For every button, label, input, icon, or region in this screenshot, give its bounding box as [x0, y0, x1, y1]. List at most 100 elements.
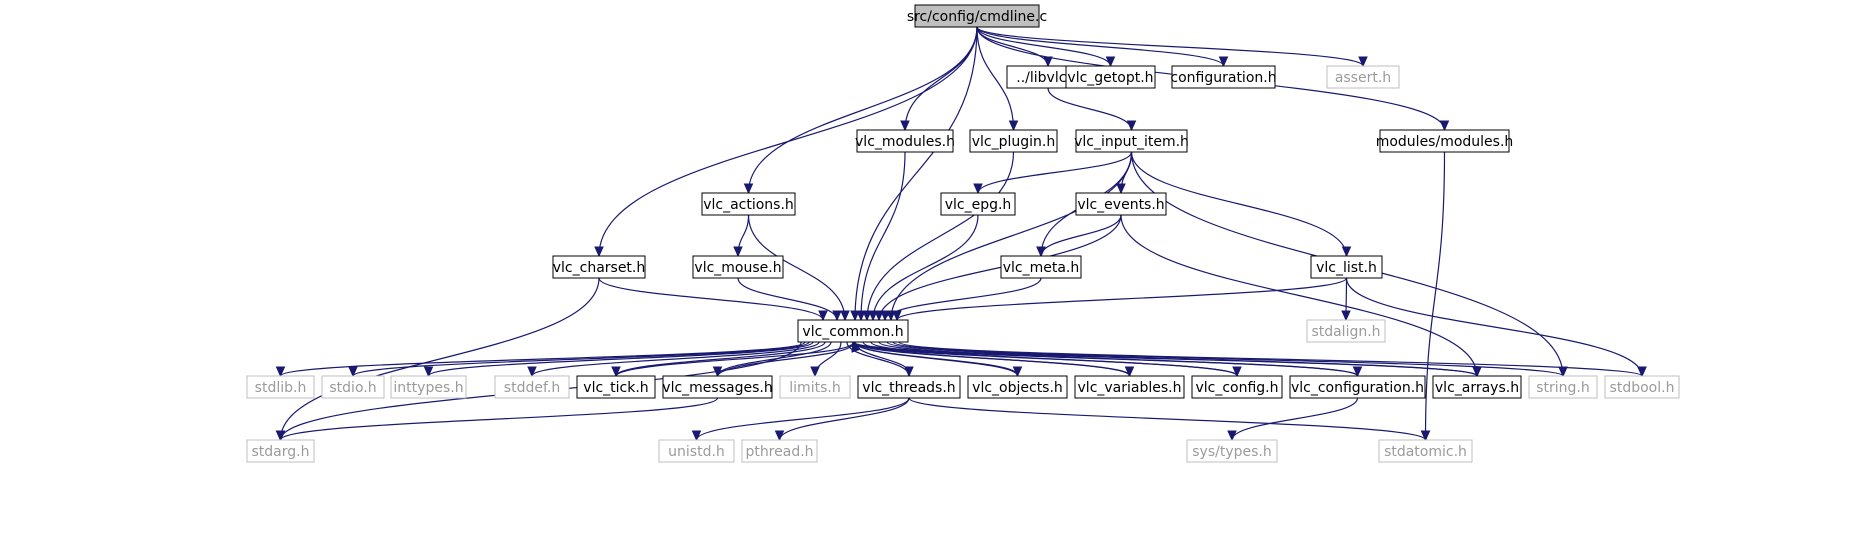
node-config[interactable]: vlc_config.h [1191, 375, 1283, 399]
node-label-threads: vlc_threads.h [862, 380, 955, 396]
node-common[interactable]: vlc_common.h [797, 319, 909, 343]
node-box-limits [779, 375, 851, 399]
node-label-vconfiguration: vlc_configuration.h [1291, 380, 1424, 396]
arrowhead-common-to-stdio [348, 366, 358, 378]
node-box-assert [1326, 65, 1400, 89]
edge-charset-to-common [598, 277, 824, 321]
node-list[interactable]: vlc_list.h [1310, 255, 1383, 279]
arrowhead-inputitem-to-epg [973, 183, 983, 195]
node-configuration[interactable]: configuration.h [1170, 65, 1277, 89]
node-vmodules[interactable]: vlc_modules.h [855, 129, 955, 153]
edge-threads-to-unistd [695, 397, 910, 441]
node-box-events [1075, 192, 1167, 216]
node-label-stdarg: stdarg.h [252, 444, 310, 460]
arrowhead-common-to-vconfiguration [1352, 366, 1363, 378]
edge-variables-to-common [852, 341, 1131, 377]
node-label-stdbool: stdbool.h [1610, 380, 1675, 396]
node-actions[interactable]: vlc_actions.h [701, 192, 796, 216]
node-label-variables: vlc_variables.h [1078, 380, 1182, 396]
node-tick[interactable]: vlc_tick.h [576, 375, 656, 399]
arrowhead-libvlc-to-inputitem [1126, 120, 1137, 132]
node-label-libvlc: ../libvlc.h [1016, 70, 1079, 86]
node-label-events: vlc_events.h [1077, 197, 1164, 213]
node-box-stdbool [1604, 375, 1680, 399]
node-box-tick [576, 375, 656, 399]
edge-common-to-stdio [352, 341, 810, 377]
edge-threads-to-pthread [778, 397, 910, 441]
edge-root-to-getopt [976, 26, 1112, 67]
node-box-epg [940, 192, 1016, 216]
node-label-root: src/config/cmdline.c [907, 9, 1047, 25]
arrowhead-root-to-actions [743, 183, 754, 195]
node-assert: assert.h [1326, 65, 1400, 89]
arrowhead-root-to-configuration [1218, 56, 1229, 68]
edge-meta-to-common [884, 277, 1042, 321]
arrowhead-list-to-stdalign [1341, 310, 1351, 322]
arrowhead-common-to-limits [810, 366, 820, 378]
node-charset[interactable]: vlc_charset.h [552, 255, 646, 279]
node-events[interactable]: vlc_events.h [1075, 192, 1167, 216]
node-variables[interactable]: vlc_variables.h [1074, 375, 1185, 399]
arrowhead-plugin-to-common [862, 310, 872, 322]
arrowhead-events-to-meta [1036, 246, 1046, 258]
node-getopt[interactable]: vlc_getopt.h [1065, 65, 1156, 89]
node-box-actions [701, 192, 796, 216]
edge-inputitem-to-common [890, 151, 1133, 321]
arrowhead-threads-to-unistd [691, 430, 702, 442]
node-meta[interactable]: vlc_meta.h [1000, 255, 1082, 279]
arrowhead-common-to-config [1232, 366, 1242, 378]
arrowhead-common-to-string [1558, 366, 1568, 378]
node-mmodules[interactable]: modules/modules.h [1376, 129, 1514, 153]
node-vconfiguration[interactable]: vlc_configuration.h [1289, 375, 1426, 399]
arrowhead-root-to-charset [594, 246, 604, 258]
node-box-list [1310, 255, 1383, 279]
node-box-meta [1000, 255, 1082, 279]
node-label-stddef: stddef.h [504, 380, 560, 396]
node-inputitem[interactable]: vlc_input_item.h [1074, 129, 1189, 153]
node-box-mouse [692, 255, 784, 279]
node-string: string.h [1528, 375, 1598, 399]
node-label-vmodules: vlc_modules.h [855, 134, 955, 150]
node-messages[interactable]: vlc_messages.h [662, 375, 773, 399]
node-arrays[interactable]: vlc_arrays.h [1432, 375, 1522, 399]
arrowhead-list-to-common [892, 310, 902, 322]
edge-arrays-to-common [852, 341, 1478, 377]
node-box-threads [857, 375, 961, 399]
edge-common-to-stdlib [279, 341, 806, 377]
edge-root-to-assert [976, 26, 1364, 67]
arrowhead-charset-to-common [818, 310, 828, 322]
node-label-arrays: vlc_arrays.h [1435, 380, 1519, 396]
edge-epg-to-common [872, 214, 979, 321]
nodes-layer: src/config/cmdline.c ../libvlc.hvlc_getop… [246, 4, 1680, 463]
node-box-variables [1074, 375, 1185, 399]
edge-events-to-common [878, 214, 1122, 321]
node-threads[interactable]: vlc_threads.h [857, 375, 961, 399]
edge-config-to-common [852, 341, 1238, 377]
edge-vconfiguration-to-systypes [1231, 397, 1359, 441]
edge-common-to-stdbool [898, 341, 1643, 377]
node-objects[interactable]: vlc_objects.h [967, 375, 1068, 399]
edge-inputitem-to-epg [977, 151, 1133, 194]
node-unistd: unistd.h [658, 439, 735, 463]
edge-tick-to-common [615, 341, 854, 377]
edge-common-to-tick [615, 341, 826, 377]
arrowhead-actions-to-common [840, 310, 850, 322]
node-mouse[interactable]: vlc_mouse.h [692, 255, 784, 279]
arrowhead-mouse-to-common [832, 310, 842, 322]
node-root[interactable]: src/config/cmdline.c [907, 4, 1047, 28]
node-inttypes: inttypes.h [390, 375, 467, 399]
arrowhead-common-to-tick [611, 366, 621, 378]
arrowhead-meta-to-common [880, 310, 890, 322]
node-box-vconfiguration [1289, 375, 1426, 399]
node-plugin[interactable]: vlc_plugin.h [969, 129, 1058, 153]
edge-mmodules-to-stdatomic [1424, 151, 1446, 441]
edge-list-to-stdbool [1345, 277, 1643, 377]
node-box-messages [662, 375, 773, 399]
node-label-epg: vlc_epg.h [945, 197, 1012, 213]
arrowhead-inputitem-to-list [1341, 246, 1352, 258]
node-label-getopt: vlc_getopt.h [1067, 70, 1153, 86]
arrowhead-vconfiguration-to-systypes [1227, 430, 1237, 442]
node-stdbool: stdbool.h [1604, 375, 1680, 399]
node-epg[interactable]: vlc_epg.h [940, 192, 1016, 216]
node-stdlib: stdlib.h [246, 375, 315, 399]
